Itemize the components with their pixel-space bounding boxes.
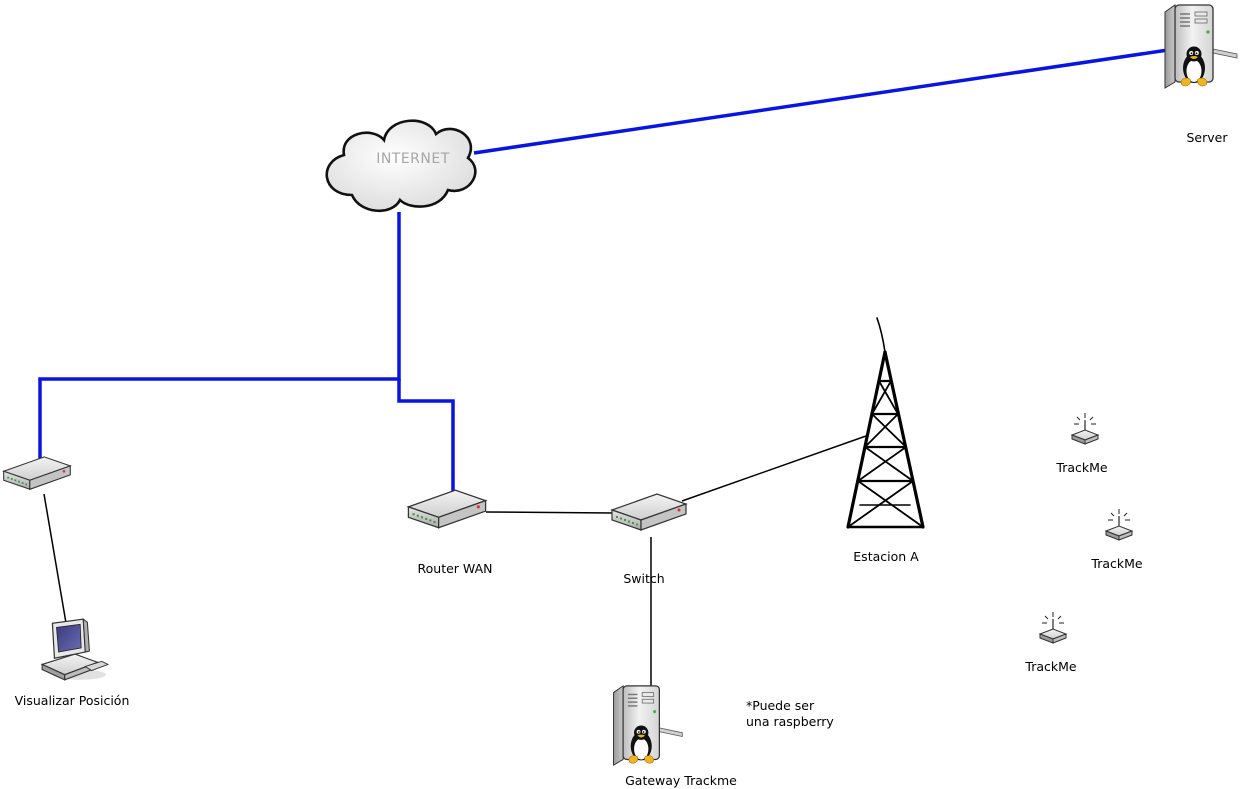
node-gateway: Gateway Trackme: [612, 685, 737, 788]
node-router: Router WAN: [407, 489, 493, 576]
link-switch-tower: [681, 435, 867, 502]
node-trackme-2: TrackMe: [1090, 508, 1143, 571]
cloud-label: INTERNET: [376, 151, 450, 167]
wireless-device-icon: [1105, 508, 1133, 541]
switch-icon: [611, 493, 687, 531]
switch-label: Switch: [623, 571, 664, 586]
radio-tower-icon: [846, 317, 925, 529]
link-cloud-router: [397, 379, 455, 495]
wireless-device-icon: [1039, 611, 1067, 644]
network-box-icon: [3, 456, 71, 490]
link-cloud-server: [473, 48, 1169, 155]
internet-cloud: INTERNET: [325, 119, 477, 213]
trackme-label: TrackMe: [1055, 460, 1107, 475]
link-modem-workstation: [43, 493, 67, 624]
link-router-switch: [485, 511, 614, 514]
node-trackme-3: TrackMe: [1024, 611, 1077, 674]
linux-server-icon: [1164, 4, 1238, 89]
links-layer: [38, 48, 1169, 688]
node-server: Server: [1164, 4, 1238, 145]
workstation-icon: [41, 618, 109, 681]
router-icon: [407, 489, 487, 529]
node-trackme-1: TrackMe: [1055, 412, 1108, 475]
node-switch: Switch: [611, 493, 687, 586]
wireless-device-icon: [1071, 412, 1099, 445]
trackme-label: TrackMe: [1090, 556, 1142, 571]
link-cloud-modem: [38, 212, 401, 462]
gateway-label: Gateway Trackme: [625, 773, 737, 788]
router-label: Router WAN: [418, 561, 493, 576]
workstation-label: Visualizar Posición: [15, 693, 130, 708]
cloud-icon: [325, 119, 477, 213]
gateway-note: *Puede ser una raspberry: [746, 698, 834, 729]
server-label: Server: [1187, 130, 1229, 145]
node-modem: [3, 456, 71, 490]
note-line-2: una raspberry: [746, 714, 834, 729]
node-workstation: Visualizar Posición: [15, 618, 130, 708]
note-line-1: *Puede ser: [746, 698, 815, 713]
node-tower: Estacion A: [846, 317, 925, 564]
linux-server-icon: [612, 685, 684, 767]
trackme-label: TrackMe: [1024, 659, 1076, 674]
tower-label: Estacion A: [853, 549, 919, 564]
